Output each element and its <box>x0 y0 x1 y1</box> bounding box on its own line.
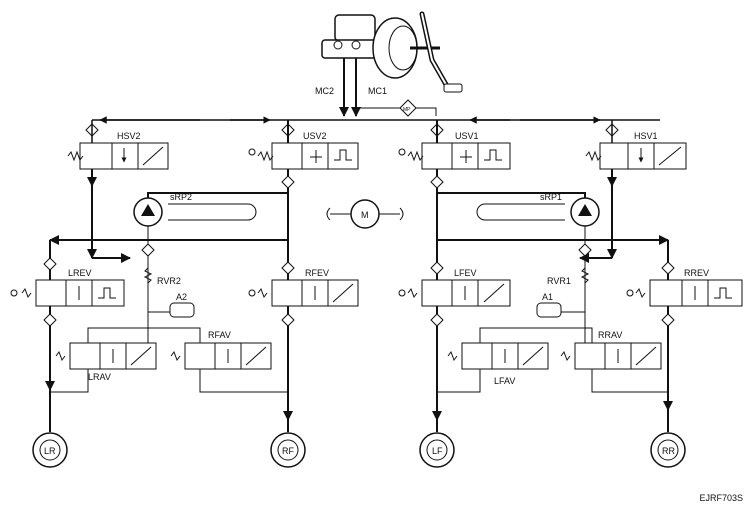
label-wheel-rf: RF <box>282 446 294 456</box>
valve-usv1 <box>398 142 511 170</box>
label-a2: A2 <box>176 292 187 302</box>
label-lfev: LFEV <box>454 268 477 278</box>
label-wheel-lf: LF <box>432 446 443 456</box>
pump-srp1 <box>476 197 600 227</box>
valve-lrav <box>55 342 157 370</box>
valve-lrev <box>10 279 125 307</box>
valve-usv2 <box>248 142 359 170</box>
label-rvr2: RVR2 <box>157 276 181 286</box>
label-hsv2: HSV2 <box>117 131 141 141</box>
valve-hsv2 <box>67 142 169 170</box>
valve-hsv1 <box>585 142 687 170</box>
label-usv1: USV1 <box>455 131 479 141</box>
valve-rfev <box>248 279 359 307</box>
valve-lfav <box>447 342 549 370</box>
valve-rrev <box>626 279 743 307</box>
wheel-lr <box>32 432 68 468</box>
label-hsv1: HSV1 <box>634 131 658 141</box>
valve-rrav <box>560 342 662 370</box>
label-lfav: LFAV <box>494 376 515 386</box>
label-rfav: RFAV <box>208 330 231 340</box>
pump-srp2 <box>133 197 257 227</box>
label-srp2: sRP2 <box>170 192 192 202</box>
label-motor: M <box>361 210 369 220</box>
wheel-rf <box>270 432 306 468</box>
pressure-sensor: MP <box>356 99 437 117</box>
label-rrav: RRAV <box>598 330 622 340</box>
brake-booster <box>372 17 440 79</box>
pump-motor <box>326 199 404 229</box>
label-lrev: LREV <box>68 268 92 278</box>
wheel-rr <box>650 432 686 468</box>
label-rfev: RFEV <box>305 268 329 278</box>
svg-text:MP: MP <box>403 107 411 113</box>
label-a1: A1 <box>542 292 553 302</box>
label-usv2: USV2 <box>303 131 327 141</box>
valve-rfav <box>170 342 272 370</box>
wheel-lf <box>419 432 455 468</box>
label-rrev: RREV <box>684 268 709 278</box>
label-mc2: MC2 <box>315 86 334 96</box>
label-wheel-lr: LR <box>44 446 56 456</box>
brake-pedal <box>419 11 463 93</box>
valve-lfev <box>398 279 511 307</box>
label-mc1: MC1 <box>368 86 387 96</box>
label-wheel-rr: RR <box>662 446 675 456</box>
figure-code: EJRF703S <box>699 493 743 503</box>
master-cylinder <box>321 14 381 59</box>
label-lrav: LRAV <box>88 372 111 382</box>
label-srp1: sRP1 <box>540 192 562 202</box>
label-rvr1: RVR1 <box>547 276 571 286</box>
